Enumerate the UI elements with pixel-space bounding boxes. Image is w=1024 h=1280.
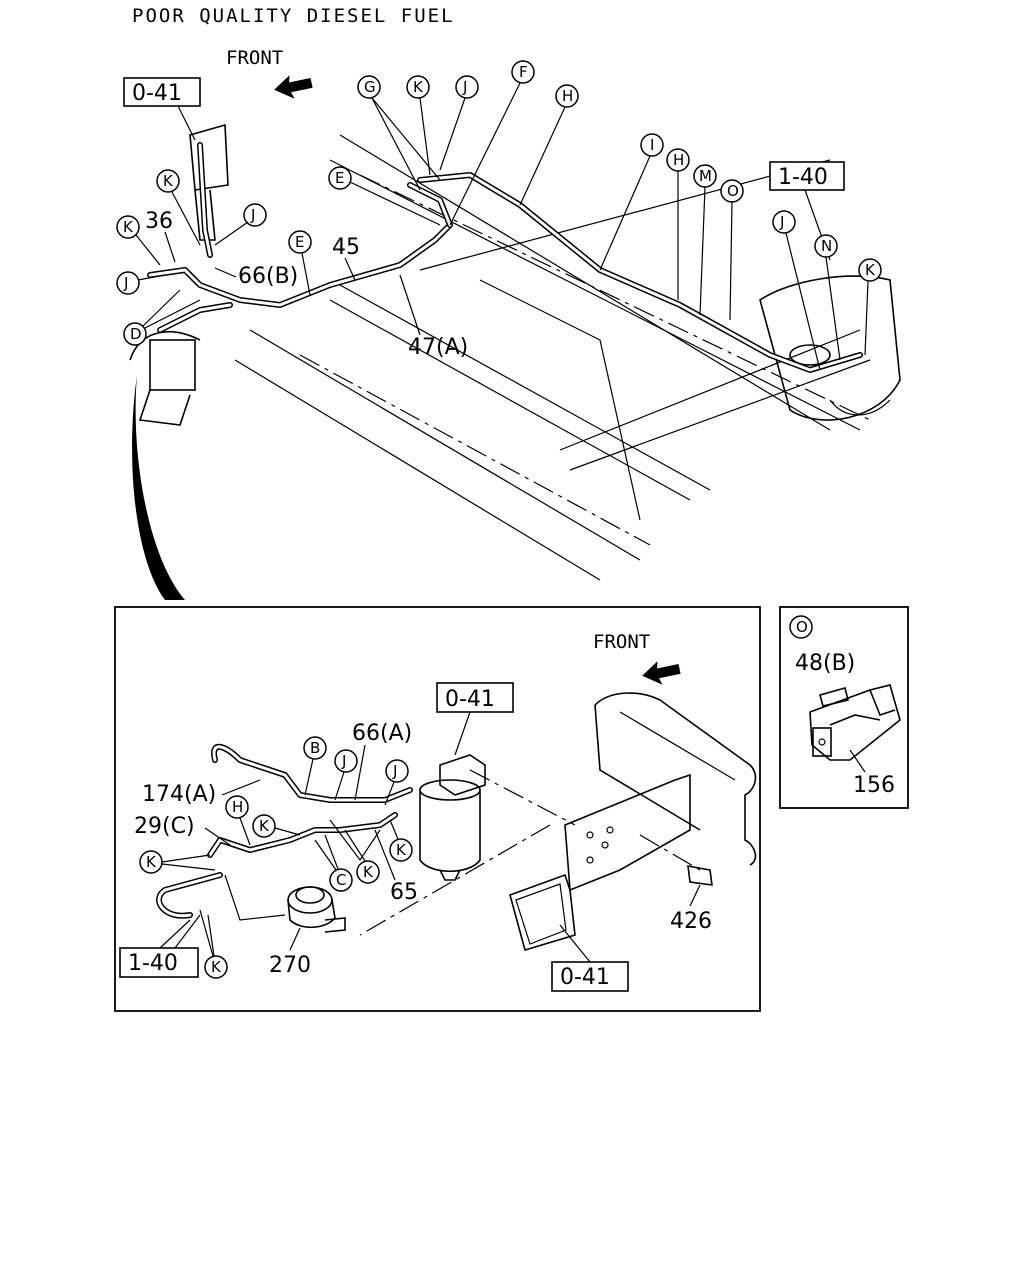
svg-text:I: I: [650, 136, 654, 154]
callout-o-inset: O: [789, 615, 813, 639]
callout-o-top: O: [720, 179, 744, 203]
ref-label-1-40-top: 1-40: [778, 165, 828, 190]
svg-text:E: E: [335, 169, 344, 187]
svg-text:H: H: [562, 87, 573, 105]
part-48b: 48(B): [795, 651, 855, 676]
svg-text:G: G: [364, 78, 376, 96]
callout-j-1: J: [455, 75, 479, 99]
callout-k-d2: K: [389, 838, 413, 862]
svg-text:O: O: [727, 182, 739, 200]
ref-label-0-41-bracket: 0-41: [560, 965, 610, 990]
callout-j-3: J: [243, 203, 267, 227]
inset-o: O 48(B) 156: [779, 606, 909, 809]
detail-view-frame: [114, 606, 761, 1012]
front-label-top: FRONT: [226, 47, 283, 69]
callout-k-4: K: [116, 215, 140, 239]
callout-b: B: [303, 736, 327, 760]
front-arrow-icon-detail: [642, 661, 681, 685]
callout-n: N: [814, 234, 838, 258]
svg-text:K: K: [259, 817, 270, 835]
callout-m: M: [693, 164, 717, 188]
detail-view: FRONT: [114, 606, 761, 1012]
callout-e-1: E: [328, 166, 352, 190]
callout-i: I: [640, 133, 664, 157]
svg-text:J: J: [779, 213, 784, 231]
ref-label-0-41-detail: 0-41: [445, 687, 495, 712]
top-view: FRONT: [116, 47, 901, 600]
callout-k-d4: K: [139, 850, 163, 874]
svg-text:K: K: [363, 863, 374, 881]
callout-j-4: J: [116, 271, 140, 295]
callout-k-1: K: [406, 75, 430, 99]
part-426: 426: [670, 909, 712, 934]
svg-text:B: B: [310, 739, 320, 757]
svg-text:K: K: [123, 218, 134, 236]
svg-text:O: O: [796, 618, 808, 636]
part-174a: 174(A): [142, 782, 216, 807]
front-label-detail: FRONT: [593, 631, 650, 653]
part-156: 156: [853, 773, 895, 798]
ref-box-0-41-top: [123, 77, 201, 107]
front-arrow-icon: [274, 75, 313, 99]
callout-h-1: H: [555, 84, 579, 108]
svg-text:J: J: [462, 78, 467, 96]
part-65: 65: [390, 880, 418, 905]
part-66b: 66(B): [238, 264, 298, 289]
callout-f: F: [511, 60, 535, 84]
callout-j-d1: J: [334, 749, 358, 773]
ref-label-1-40-detail: 1-40: [128, 951, 178, 976]
svg-text:K: K: [396, 841, 407, 859]
ref-box-1-40-detail: [119, 947, 199, 978]
part-47a: 47(A): [408, 335, 468, 360]
callout-k-d5: K: [204, 955, 228, 979]
ref-box-1-40-top: [769, 161, 845, 191]
svg-text:H: H: [673, 151, 684, 169]
part-66a: 66(A): [352, 721, 412, 746]
svg-text:K: K: [146, 853, 157, 871]
svg-text:K: K: [865, 261, 876, 279]
svg-text:C: C: [336, 871, 346, 889]
svg-text:N: N: [821, 237, 832, 255]
callout-j-2: J: [772, 210, 796, 234]
ref-box-0-41-detail: [436, 682, 514, 713]
callout-k-2: K: [858, 258, 882, 282]
callout-k-3: K: [156, 169, 180, 193]
callout-h-2: H: [666, 148, 690, 172]
callout-e-2: E: [288, 230, 312, 254]
part-36: 36: [145, 209, 173, 234]
svg-text:J: J: [123, 274, 128, 292]
callout-g: G: [357, 75, 381, 99]
svg-text:M: M: [699, 167, 712, 185]
svg-text:J: J: [392, 762, 397, 780]
callout-c: C: [329, 868, 353, 892]
svg-text:K: K: [211, 958, 222, 976]
svg-text:J: J: [250, 206, 255, 224]
callout-h-d: H: [225, 795, 249, 819]
part-45: 45: [332, 235, 360, 260]
svg-text:K: K: [163, 172, 174, 190]
part-270: 270: [269, 953, 311, 978]
svg-text:J: J: [341, 752, 346, 770]
ref-label-0-41-top: 0-41: [132, 81, 182, 106]
callout-k-d1: K: [252, 814, 276, 838]
callout-k-d3: K: [356, 860, 380, 884]
callout-j-d2: J: [385, 759, 409, 783]
svg-text:K: K: [413, 78, 424, 96]
inset-o-frame: [779, 606, 909, 809]
svg-text:H: H: [232, 798, 243, 816]
svg-text:E: E: [295, 233, 304, 251]
diagram-title: POOR QUALITY DIESEL FUEL: [132, 5, 455, 27]
svg-text:D: D: [130, 325, 142, 343]
callout-d: D: [123, 322, 147, 346]
svg-text:F: F: [519, 63, 528, 81]
part-29c: 29(C): [134, 814, 195, 839]
